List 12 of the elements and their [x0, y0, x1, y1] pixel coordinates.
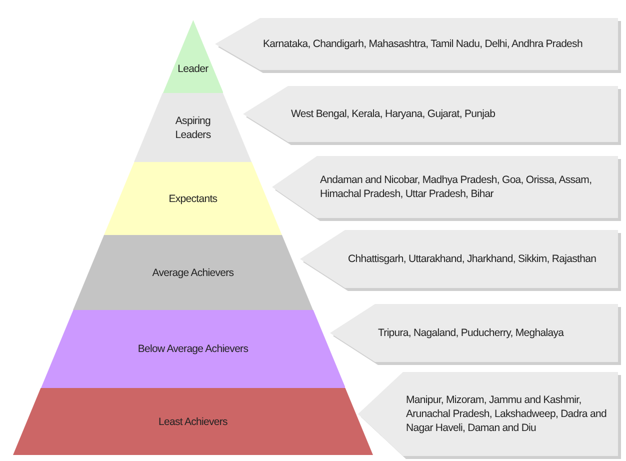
state-list: Chhattisgarh, Uttarakhand, Jharkhand, Sikkim, Rajasthan: [348, 252, 611, 266]
tier-label: Leader: [176, 62, 210, 76]
tier-label: Least Achievers: [158, 414, 228, 428]
state-list: West Bengal, Kerala, Haryana, Gujarat, Punjab: [291, 107, 611, 121]
state-list: Manipur, Mizoram, Jammu and Kashmir, Arunachal Pradesh, Lakshadweep, Dadra and Nagar Haveli, Daman and Diu: [406, 393, 611, 435]
state-list: Andaman and Nicobar, Madhya Pradesh, Goa, Orissa, Assam, Himachal Pradesh, Uttar Pradesh, Bihar: [320, 173, 611, 201]
tier-label: Expectants: [168, 192, 218, 206]
state-list: Karnataka, Chandigarh, Mahasashtra, Tamil Nadu, Delhi, Andhra Pradesh: [263, 37, 611, 51]
tier-label: Aspiring Leaders: [174, 114, 212, 142]
state-list: Tripura, Nagaland, Puducherry, Meghalaya: [378, 326, 611, 340]
tier-label: Below Average Achievers: [136, 342, 250, 356]
tier-label: Average Achievers: [151, 266, 235, 280]
